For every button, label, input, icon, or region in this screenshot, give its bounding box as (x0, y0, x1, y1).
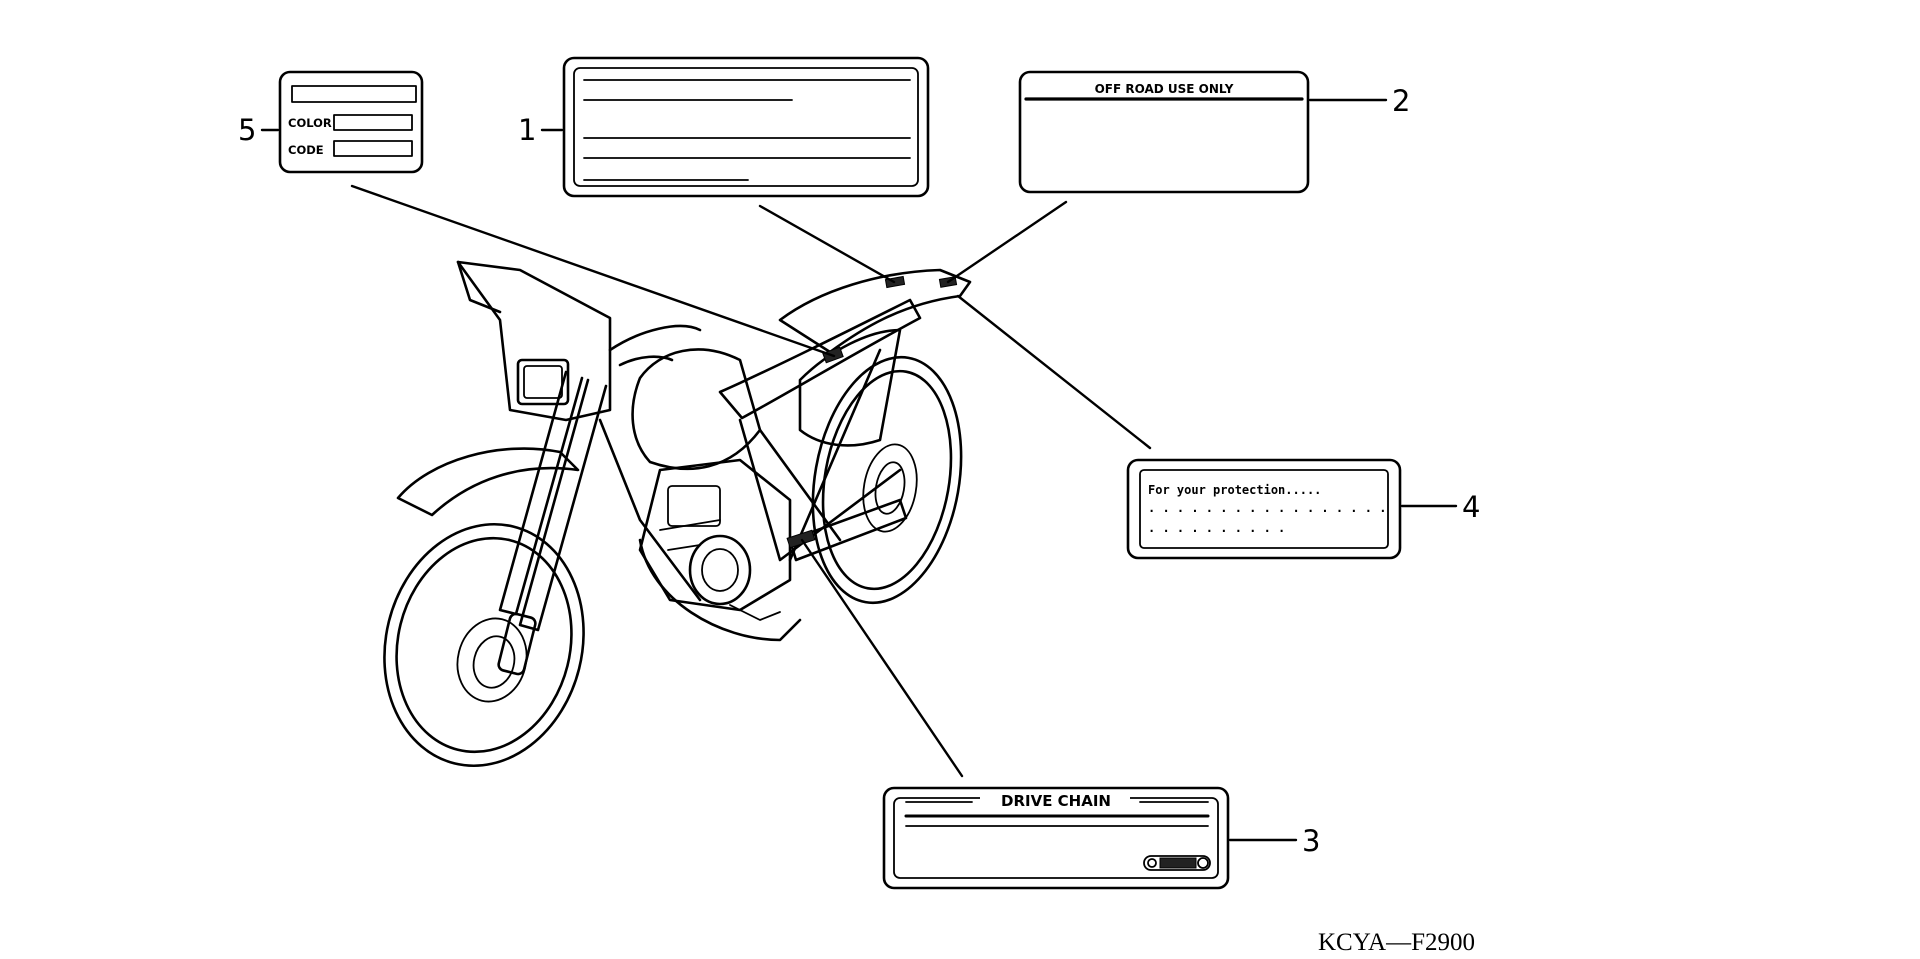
callout-number-2: 2 (1392, 84, 1410, 118)
sticker-mark-swingarm (786, 529, 816, 549)
code-field-label: CODE (288, 143, 324, 157)
dotted-line-3: . . . . . . . . . . (1148, 521, 1285, 535)
seat (718, 298, 922, 420)
label-5-color-code[interactable]: COLOR CODE (278, 70, 424, 174)
label-4-for-your-protection[interactable]: For your protection..... . . . . . . . .… (1126, 458, 1402, 560)
leader-line-2 (946, 200, 1068, 284)
footpeg (729, 604, 781, 621)
chain-adjuster-icon (1143, 855, 1211, 871)
callout-number-3: 3 (1302, 824, 1320, 858)
rear-wheel (811, 355, 963, 605)
off-road-label-text: OFF ROAD USE ONLY (1095, 82, 1234, 96)
dotted-line-2: . . . . . . . . . . . . . . . . . (1148, 501, 1386, 515)
label-1-blank[interactable] (562, 56, 930, 198)
catalog-code: KCYA—F2900 (1318, 929, 1475, 956)
swingarm (788, 498, 908, 562)
label-2-off-road-use-only[interactable]: OFF ROAD USE ONLY (1018, 70, 1310, 194)
protection-label-text: For your protection..... (1148, 483, 1321, 497)
drive-chain-label-text: DRIVE CHAIN (1001, 792, 1111, 810)
front-wheel (383, 522, 585, 768)
front-fender (396, 447, 580, 517)
leader-lines (350, 184, 1152, 778)
leader-line-5 (350, 184, 836, 358)
headlight-cowl (456, 260, 612, 422)
callout-number-5: 5 (238, 113, 256, 147)
callout-number-1: 1 (518, 113, 536, 147)
label-3-drive-chain[interactable]: DRIVE CHAIN (882, 786, 1230, 890)
fuel-tank (631, 348, 762, 471)
motorcycle-illustration (383, 260, 972, 768)
color-field-label: COLOR (288, 116, 332, 130)
callout-number-4: 4 (1462, 490, 1480, 524)
front-fork (497, 370, 608, 676)
exhaust-pipe (638, 538, 802, 642)
rear-fender (778, 268, 972, 354)
leader-line-1 (758, 204, 896, 284)
handlebar (608, 324, 702, 367)
leader-line-4 (956, 294, 1152, 450)
leader-line-3 (800, 538, 964, 778)
frame (598, 348, 902, 602)
